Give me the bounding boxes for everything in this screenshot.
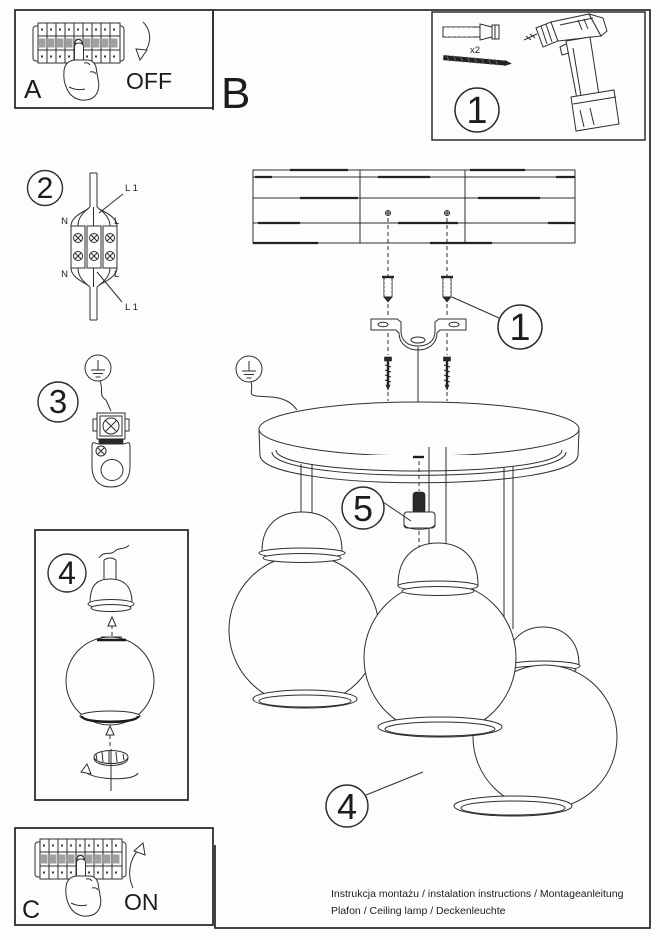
panel-a-label: A — [24, 74, 42, 104]
ground-symbol-icon — [84, 354, 112, 382]
screw-icon-left — [383, 355, 393, 392]
step-3-number: 3 — [49, 383, 67, 420]
rod-middle — [428, 447, 447, 546]
ground-wire — [99, 380, 112, 412]
wall-plug-icon — [442, 23, 500, 41]
footer: Instrukcja montażu / instalation instruc… — [331, 888, 624, 917]
arrow-up-icon — [107, 615, 117, 640]
step-2: 2 — [26, 169, 138, 321]
callout-cable-grip: 5 — [341, 486, 412, 530]
callout-anchor-screw: 1 — [451, 296, 543, 350]
footer-line-1: Instrukcja montażu / instalation instruc… — [331, 888, 624, 900]
step-2-number: 2 — [37, 172, 54, 205]
rod-left — [300, 464, 313, 514]
lamp-middle — [363, 542, 517, 738]
callout-anchor-screw-number: 1 — [509, 307, 530, 349]
arrow-up-icon-3 — [129, 842, 146, 889]
panel-c: ON C — [14, 827, 214, 926]
step-4-panel: 4 — [34, 529, 189, 801]
retainer-ring-icon — [80, 749, 139, 791]
ground-symbol-icon-main — [235, 355, 298, 411]
socket-cap-icon — [87, 544, 135, 612]
wall-plug-icon-right — [439, 275, 455, 304]
drill-icon — [523, 13, 620, 132]
lamp-right — [453, 626, 618, 817]
parts-number: 1 — [466, 90, 487, 132]
callout-shade-number: 4 — [337, 786, 357, 827]
glass-shade-icon — [65, 636, 155, 726]
wire-label-n-bottom: N — [61, 269, 68, 280]
screw-icon — [443, 54, 512, 66]
off-label: OFF — [126, 68, 172, 94]
wire-label-l1-top: L 1 — [125, 183, 138, 194]
wire-label-l1-bottom: L 1 — [125, 302, 138, 313]
callout-shade: 4 — [325, 771, 424, 828]
panel-b-label: B — [221, 69, 250, 118]
panel-a: OFF A — [14, 9, 214, 109]
arrow-up-icon-2 — [105, 724, 115, 748]
mounting-bracket-icon — [91, 442, 131, 488]
lamp-left — [228, 511, 380, 709]
wire-label-l-top: L — [114, 216, 119, 227]
cable-grip-icon — [403, 455, 436, 552]
parts-box: x2 1 — [431, 11, 646, 141]
step-4-number: 4 — [58, 555, 76, 591]
footer-line-2: Plafon / Ceiling lamp / Deckenleuchte — [331, 905, 506, 917]
main-diagram: 1 5 — [228, 168, 618, 828]
parts-number-circle — [454, 87, 500, 133]
ceiling-icon — [252, 168, 576, 245]
callout-cable-grip-number: 5 — [353, 488, 373, 529]
drill-hole-icon — [385, 210, 450, 216]
step-3: 3 — [37, 354, 131, 488]
wire-label-n-top: N — [61, 216, 68, 227]
wire-label-l-bottom: L — [114, 269, 119, 280]
wall-plug-icon-left — [380, 275, 396, 304]
arrow-down-icon — [135, 21, 151, 62]
ceiling-bracket-icon — [370, 318, 467, 351]
terminal-block-icon — [70, 172, 118, 321]
screw-icon-right — [442, 355, 452, 392]
earth-terminal-icon — [92, 412, 130, 445]
quantity-label: x2 — [470, 45, 480, 56]
panel-c-label: C — [22, 896, 40, 924]
rod-right — [503, 467, 514, 629]
on-label: ON — [124, 889, 159, 915]
